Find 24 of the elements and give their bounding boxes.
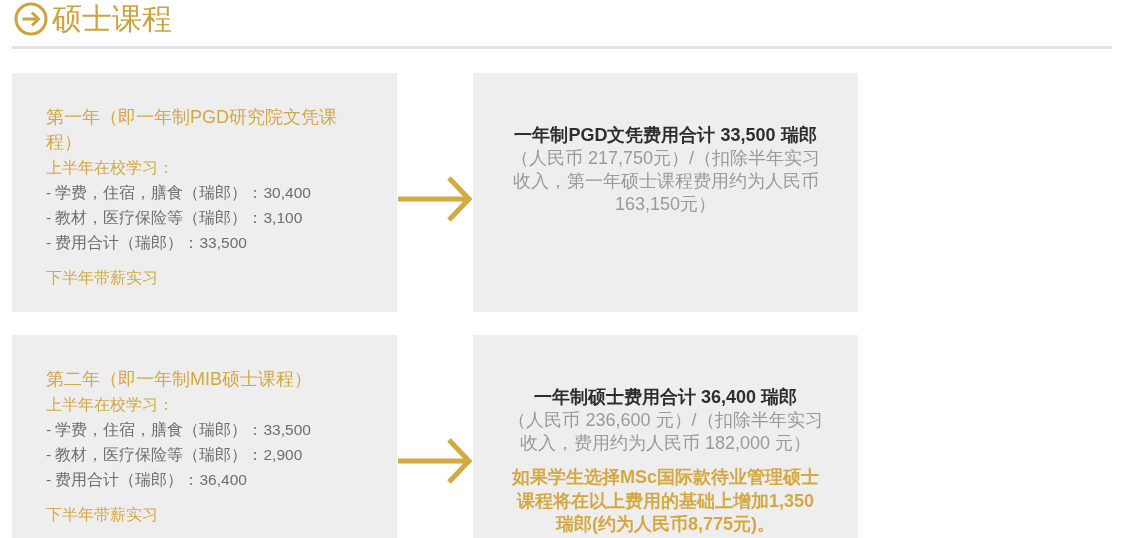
note-text: 如果学生选择MSc国际款待业管理硕士课程将在以上费用的基础上增加1,350瑞郎(约为人民币8,775元)。 [511,466,820,536]
subheading: 上半年在校学习： [46,158,175,178]
conversion-text: （人民币 236,600 元）/（扣除半年实习收入，费用约为人民币 182,000 元） [507,409,824,455]
list-item: - 费用合计（瑞郎）：33,500 [46,233,248,253]
arrow [398,437,472,485]
list-item: - 教材，医疗保险等（瑞郎）：3,100 [46,208,304,228]
conversion-text: （人民币 217,750元）/（扣除半年实习收入，第一年硕士课程费用约为人民币163,150元） [509,147,822,216]
total-text: 一年制PGD文凭费用合计 33,500 瑞郎 [513,124,818,147]
list-item: - 学费，住宿，膳食（瑞郎）：33,500 [46,420,312,440]
list-item: - 教材，医疗保险等（瑞郎）：2,900 [46,445,304,465]
info-panel [473,73,858,312]
panel-heading: 第二年（即一年制MIB硕士课程） [46,368,313,391]
subheading: 上半年在校学习： [46,395,175,415]
info-panel [473,335,858,538]
note-text: 下半年带薪实习 [46,268,159,288]
total-text: 一年制硕士费用合计 36,400 瑞郎 [532,386,799,409]
note-text: 下半年带薪实习 [46,505,159,525]
panel-heading: 第一年（即一年制PGD研究院文凭课程） [46,106,338,154]
info-panel [12,335,397,538]
info-panel [12,73,397,312]
list-item: - 费用合计（瑞郎）：36,400 [46,470,248,490]
section-title: 硕士课程 [52,1,172,37]
list-item: - 学费，住宿，膳食（瑞郎）：30,400 [46,183,312,203]
arrow [398,175,472,223]
